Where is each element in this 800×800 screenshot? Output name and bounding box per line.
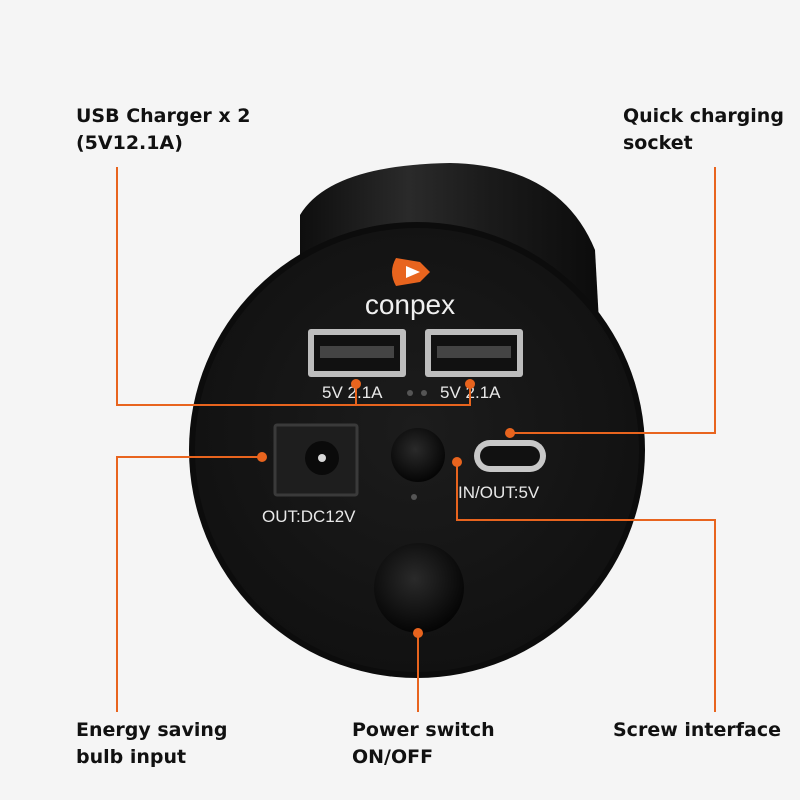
power-switch-callout: Power switch ON/OFF: [352, 719, 495, 768]
usb-port-right: [425, 329, 523, 377]
screw-hole: [391, 428, 445, 482]
screw-interface-callout: Screw interface: [613, 719, 781, 741]
power-switch-knob: [374, 543, 464, 633]
dc-port: [273, 423, 359, 497]
usb-left-label: 5V 2.1A: [322, 383, 383, 402]
typec-label: IN/OUT:5V: [458, 483, 540, 502]
energy-bulb-callout: Energy saving bulb input: [76, 719, 228, 768]
brand-logo: conpex: [365, 258, 455, 320]
typec-port: [474, 440, 546, 472]
callout-lines: [116, 167, 716, 712]
quick-socket-callout: Quick charging socket: [623, 105, 784, 154]
brand-name: conpex: [365, 289, 455, 320]
dc-label: OUT:DC12V: [262, 507, 356, 526]
usb-charger-callout: USB Charger x 2 (5V12.1A): [76, 105, 251, 154]
callout-dots: [257, 379, 515, 638]
usb-port-left: [308, 329, 406, 377]
